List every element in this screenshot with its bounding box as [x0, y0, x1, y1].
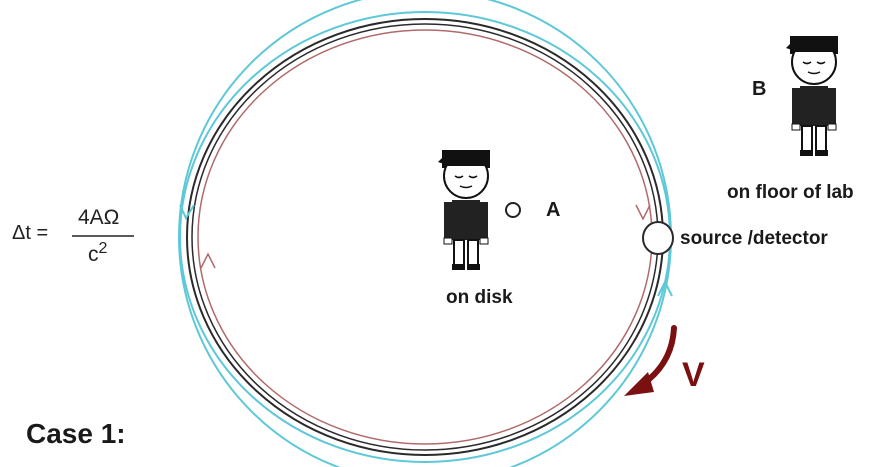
label-b: B	[752, 78, 767, 100]
label-a: A	[546, 199, 561, 221]
formula-denominator-exp: 2	[98, 240, 108, 257]
inner-beam-arrow-right	[635, 204, 651, 221]
label-on-floor: on floor of lab	[727, 182, 854, 203]
formula-denominator: c2	[88, 240, 107, 267]
label-on-disk: on disk	[446, 287, 513, 308]
inner-beam-path	[197, 29, 653, 445]
person-on-disk-icon	[438, 150, 490, 270]
outer-beam-arc	[179, 11, 671, 463]
outer-beam-arrow-right	[657, 279, 673, 297]
inner-beam-arrow-left	[200, 252, 216, 269]
formula-denominator-base: c	[88, 243, 99, 266]
source-detector-icon	[642, 221, 674, 255]
velocity-arrowhead	[624, 372, 654, 396]
disk-ring-outer	[186, 18, 664, 456]
person-on-floor-icon	[786, 36, 838, 156]
label-velocity: V	[682, 356, 705, 394]
disk-ring-inner	[191, 23, 659, 451]
formula-lhs: Δt =	[12, 222, 49, 244]
formula-numerator: 4AΩ	[78, 206, 120, 229]
case-title: Case 1:	[26, 418, 126, 449]
point-a-icon	[505, 202, 521, 218]
outer-beam-arrow-left	[179, 204, 195, 221]
label-source-detector: source /detector	[680, 228, 828, 249]
